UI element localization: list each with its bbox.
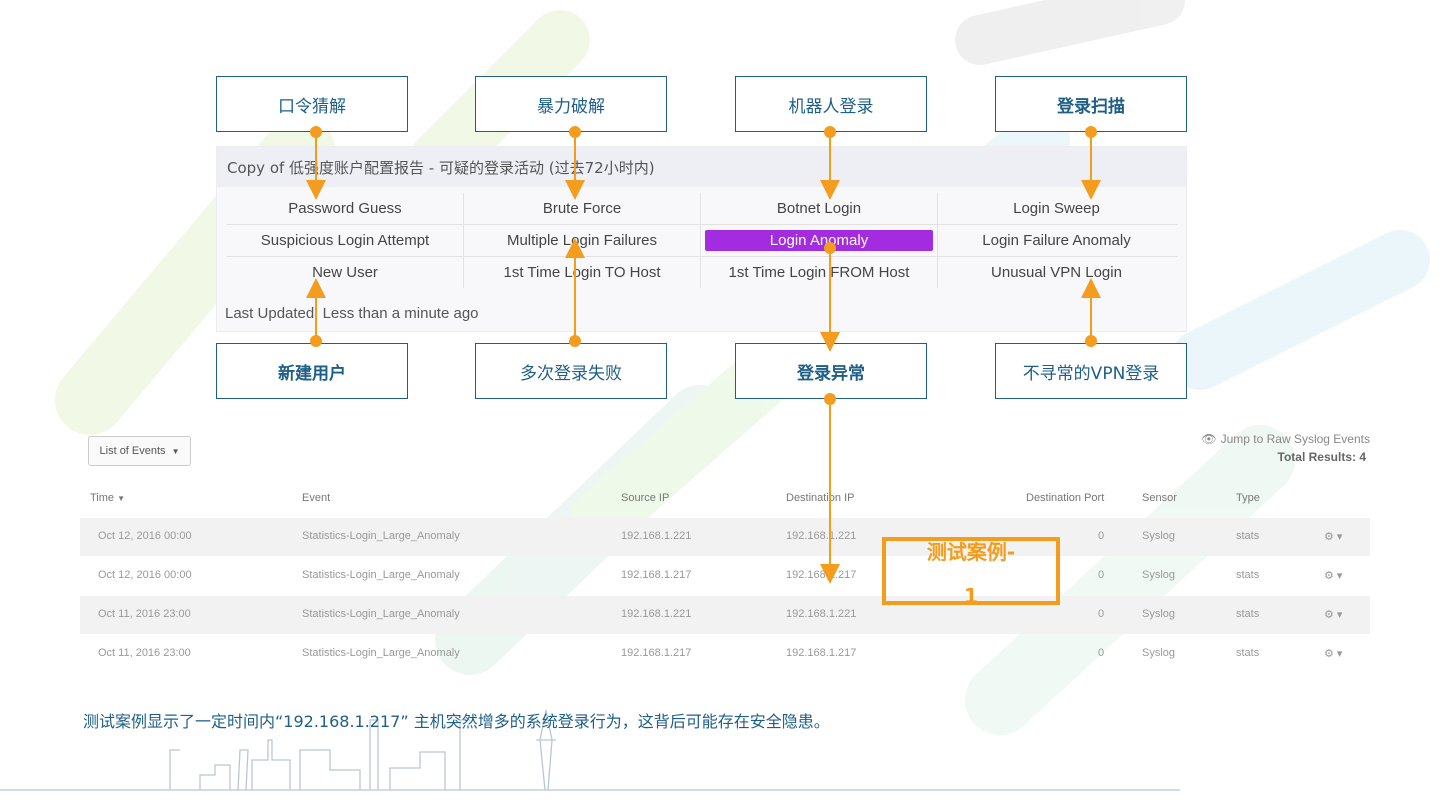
cell-event: Statistics-Login_Large_Anomaly (302, 647, 460, 659)
report-title: Copy of 低强度账户配置报告 - 可疑的登录活动 (过去72小时内) (217, 147, 1186, 187)
last-updated-text: Last Updated: Less than a minute ago (225, 305, 479, 322)
cell-type: stats (1236, 647, 1260, 659)
annotation-login-sweep: 登录扫描 (995, 76, 1187, 132)
report-cell-password-guess[interactable]: Password Guess (227, 193, 464, 224)
annotation-password-guess: 口令猜解 (216, 76, 408, 132)
column-header-destination-port[interactable]: Destination Port (1026, 492, 1105, 504)
cell-source-ip: 192.168.1.221 (621, 608, 692, 620)
cell-type: stats (1236, 569, 1260, 581)
table-row[interactable]: Oct 11, 2016 23:00 Statistics-Login_Larg… (80, 635, 1370, 673)
cell-sensor: Syslog (1142, 530, 1176, 542)
cell-time: Oct 11, 2016 23:00 (98, 647, 191, 659)
events-panel: List of Events ▼ 👁 Jump to Raw Syslog Ev… (80, 420, 1370, 680)
test-case-tag: 测试案例- 1 (882, 537, 1060, 608)
column-header-type[interactable]: Type (1236, 492, 1260, 504)
column-header-source-ip[interactable]: Source IP (621, 492, 670, 504)
cell-time: Oct 12, 2016 00:00 (98, 530, 192, 542)
cell-event: Statistics-Login_Large_Anomaly (302, 608, 460, 620)
report-cell-new-user[interactable]: New User (227, 257, 464, 288)
report-row-2: Suspicious Login Attempt Multiple Login … (227, 225, 1177, 257)
report-cell-unusual-vpn-login[interactable]: Unusual VPN Login (991, 264, 1122, 281)
report-cell-first-login-to-host[interactable]: 1st Time Login TO Host (464, 257, 701, 288)
cell-event: Statistics-Login_Large_Anomaly (302, 530, 460, 542)
annotation-botnet-login: 机器人登录 (735, 76, 927, 132)
cell-destination-ip: 192.168.1.217 (786, 647, 857, 659)
cell-sensor: Syslog (1142, 647, 1176, 659)
eye-icon: 👁 (1201, 432, 1217, 446)
annotation-unusual-vpn-login: 不寻常的VPN登录 (995, 343, 1187, 399)
sort-caret-icon: ▼ (117, 494, 126, 503)
table-row[interactable]: Oct 12, 2016 00:00 Statistics-Login_Larg… (80, 557, 1370, 595)
cell-destination-port: 0 (1098, 647, 1105, 659)
cell-time: Oct 12, 2016 00:00 (98, 569, 192, 581)
report-row-1: Password Guess Brute Force Botnet Login … (227, 193, 1177, 225)
total-results: Total Results: 4 (1277, 450, 1366, 464)
table-row[interactable]: Oct 12, 2016 00:00 Statistics-Login_Larg… (80, 518, 1370, 556)
annotation-brute-force: 暴力破解 (475, 76, 667, 132)
column-header-time[interactable]: Time ▼ (90, 492, 126, 504)
jump-to-raw-syslog-link[interactable]: 👁 Jump to Raw Syslog Events (1201, 432, 1370, 446)
report-cell-login-failure-anomaly[interactable]: Login Failure Anomaly (982, 232, 1131, 249)
table-row[interactable]: Oct 11, 2016 23:00 Statistics-Login_Larg… (80, 596, 1370, 634)
column-header-event[interactable]: Event (302, 492, 331, 504)
skyline-graphic (0, 709, 1180, 791)
annotation-login-anomaly: 登录异常 (735, 343, 927, 399)
cell-event: Statistics-Login_Large_Anomaly (302, 569, 460, 581)
report-cell-login-anomaly[interactable]: Login Anomaly (701, 225, 938, 256)
gear-icon[interactable]: ⚙ ▾ (1324, 648, 1343, 660)
cell-sensor: Syslog (1142, 569, 1176, 581)
cell-type: stats (1236, 530, 1260, 542)
cell-time: Oct 11, 2016 23:00 (98, 608, 191, 620)
cell-source-ip: 192.168.1.221 (621, 530, 692, 542)
annotation-multiple-login-failures: 多次登录失败 (475, 343, 667, 399)
list-of-events-dropdown[interactable]: List of Events ▼ (88, 436, 191, 466)
gear-icon[interactable]: ⚙ ▾ (1324, 570, 1343, 582)
caret-down-icon: ▼ (171, 446, 180, 456)
report-cell-botnet-login[interactable]: Botnet Login (701, 193, 938, 224)
jump-link-label: Jump to Raw Syslog Events (1220, 432, 1370, 446)
cell-destination-port: 0 (1098, 530, 1105, 542)
cell-destination-ip: 192.168.1.221 (786, 608, 857, 620)
list-of-events-label: List of Events (99, 445, 166, 457)
gear-icon[interactable]: ⚙ ▾ (1324, 531, 1343, 543)
annotation-new-user: 新建用户 (216, 343, 408, 399)
cell-source-ip: 192.168.1.217 (621, 569, 692, 581)
cell-source-ip: 192.168.1.217 (621, 647, 692, 659)
cell-destination-ip: 192.168.1.221 (786, 530, 857, 542)
cell-sensor: Syslog (1142, 608, 1176, 620)
report-cell-multiple-login-failures[interactable]: Multiple Login Failures (464, 225, 701, 256)
report-cell-suspicious-login-attempt[interactable]: Suspicious Login Attempt (227, 225, 464, 256)
report-row-3: New User 1st Time Login TO Host 1st Time… (227, 257, 1177, 288)
report-cell-first-login-from-host[interactable]: 1st Time Login FROM Host (701, 257, 938, 288)
report-cell-login-sweep[interactable]: Login Sweep (1013, 200, 1100, 217)
cell-destination-ip: 192.168.1.217 (786, 569, 857, 581)
cell-type: stats (1236, 608, 1260, 620)
caption-text: 测试案例显示了一定时间内“192.168.1.217” 主机突然增多的系统登录行… (83, 712, 830, 731)
test-case-label: 测试案例- 1 (926, 540, 1016, 608)
cell-destination-port: 0 (1098, 569, 1105, 581)
cell-destination-port: 0 (1098, 608, 1105, 620)
report-panel: Copy of 低强度账户配置报告 - 可疑的登录活动 (过去72小时内) Pa… (216, 146, 1187, 332)
column-header-sensor[interactable]: Sensor (1142, 492, 1177, 504)
report-grid: Password Guess Brute Force Botnet Login … (227, 193, 1177, 288)
gear-icon[interactable]: ⚙ ▾ (1324, 609, 1343, 621)
column-header-destination-ip[interactable]: Destination IP (786, 492, 855, 504)
report-cell-brute-force[interactable]: Brute Force (464, 193, 701, 224)
